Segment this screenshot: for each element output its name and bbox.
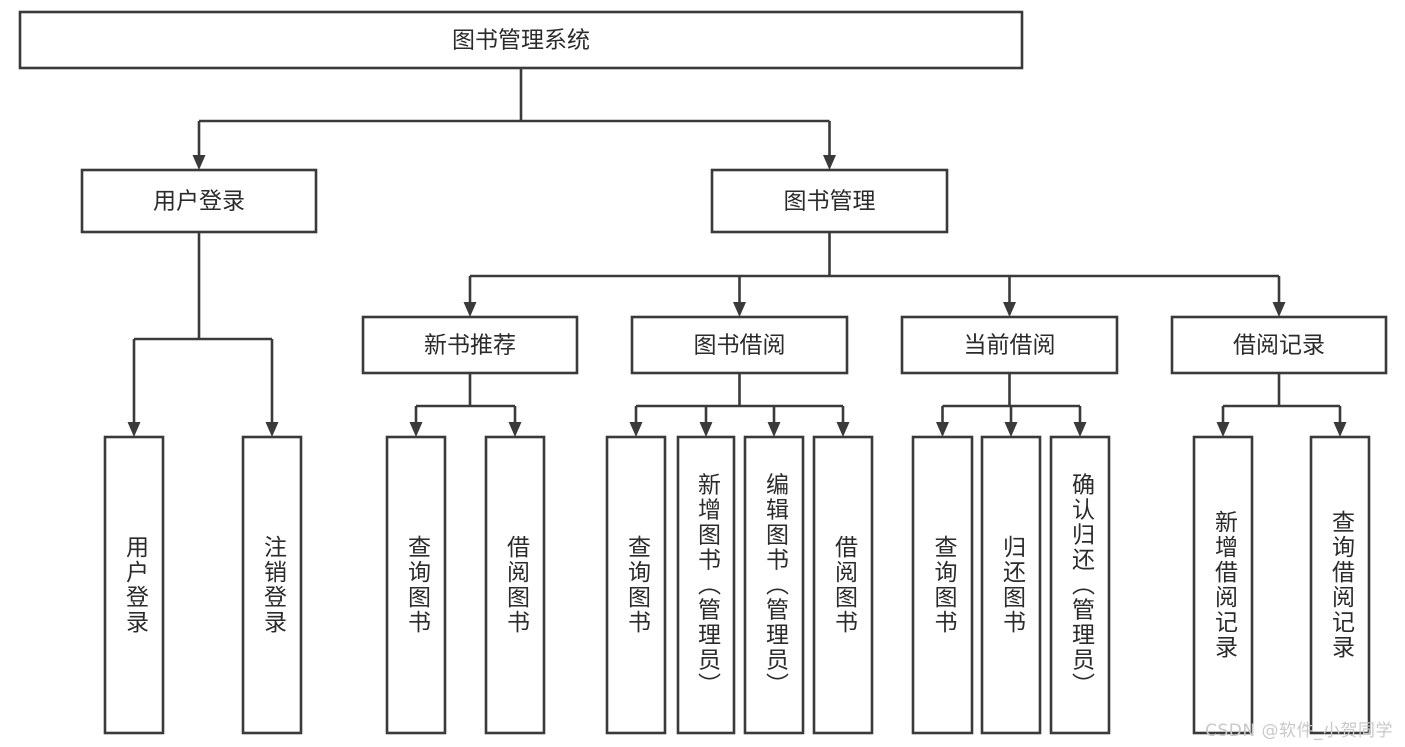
node-l-user-login[interactable]: 用户登录	[103, 435, 165, 735]
node-box	[484, 435, 546, 735]
arrow-head-icon	[508, 422, 522, 437]
node-label: 用户登录	[153, 189, 245, 215]
arrow-head-icon	[127, 422, 141, 437]
node-label: 确认归还（管理员）	[1068, 473, 1096, 698]
arrow-head-icon	[733, 302, 746, 317]
node-box	[18, 10, 1024, 70]
edge-group	[463, 232, 1286, 317]
node-box	[676, 435, 736, 735]
arrow-head-icon	[1003, 302, 1016, 317]
node-label: 编辑图书（管理员）	[762, 473, 790, 698]
node-l-query-book-1[interactable]: 查询图书	[385, 435, 447, 735]
node-box	[385, 435, 447, 735]
node-box	[80, 168, 318, 234]
edges-layer	[127, 68, 1347, 437]
edge-group	[192, 68, 836, 170]
nodes-layer: 图书管理系统用户登录图书管理新书推荐图书借阅当前借阅借阅记录用户登录注销登录查询…	[18, 10, 1388, 735]
node-l-query-book-2[interactable]: 查询图书	[605, 435, 667, 735]
node-label: 当前借阅	[964, 333, 1056, 359]
node-label: 借阅记录	[1233, 333, 1325, 359]
node-label: 查询图书	[930, 535, 958, 635]
node-label: 用户登录	[122, 535, 150, 635]
arrow-head-icon	[699, 422, 713, 437]
edge-group	[127, 232, 279, 437]
node-label: 查询借阅记录	[1328, 510, 1356, 660]
node-l-borrow-book-2[interactable]: 借阅图书	[812, 435, 874, 735]
node-l-logout[interactable]: 注销登录	[241, 435, 303, 735]
arrow-head-icon	[823, 155, 836, 170]
node-n-current-borrow[interactable]: 当前借阅	[900, 315, 1119, 375]
node-n-user-login[interactable]: 用户登录	[80, 168, 318, 234]
node-label: 新增借阅记录	[1211, 510, 1239, 660]
node-l-edit-book[interactable]: 编辑图书（管理员）	[743, 435, 805, 735]
node-label: 新书推荐	[424, 333, 516, 359]
node-box	[980, 435, 1042, 735]
node-l-query-book-3[interactable]: 查询图书	[911, 435, 974, 735]
arrow-head-icon	[1272, 302, 1286, 317]
arrow-head-icon	[409, 422, 423, 437]
node-l-add-book[interactable]: 新增图书（管理员）	[676, 435, 736, 735]
node-box	[630, 315, 849, 375]
node-box	[911, 435, 974, 735]
node-root[interactable]: 图书管理系统	[18, 10, 1024, 70]
edge-group	[629, 373, 850, 437]
node-label: 新增图书（管理员）	[694, 473, 722, 698]
node-label: 查询图书	[624, 535, 652, 635]
node-label: 查询图书	[404, 535, 432, 635]
node-n-borrow-record[interactable]: 借阅记录	[1170, 315, 1388, 375]
node-label: 借阅图书	[831, 535, 859, 635]
node-box	[605, 435, 667, 735]
node-l-borrow-book-1[interactable]: 借阅图书	[484, 435, 546, 735]
arrow-head-icon	[767, 422, 781, 437]
node-box	[1309, 435, 1371, 735]
node-label: 图书管理系统	[452, 28, 590, 54]
edge-group	[1216, 373, 1347, 437]
node-box	[812, 435, 874, 735]
arrow-head-icon	[265, 422, 279, 437]
node-box	[241, 435, 303, 735]
node-label: 图书借阅	[694, 333, 786, 359]
node-label: 图书管理	[784, 189, 876, 215]
edge-group	[936, 373, 1087, 437]
arrow-head-icon	[1216, 422, 1230, 437]
arrow-head-icon	[192, 155, 206, 170]
node-box	[361, 315, 579, 375]
node-label: 注销登录	[260, 535, 288, 635]
node-box	[1170, 315, 1388, 375]
node-box	[743, 435, 805, 735]
node-l-query-record[interactable]: 查询借阅记录	[1309, 435, 1371, 735]
edge-group	[409, 373, 522, 437]
node-n-book-mgmt[interactable]: 图书管理	[710, 168, 949, 234]
node-n-new-book-rec[interactable]: 新书推荐	[361, 315, 579, 375]
arrow-head-icon	[1333, 422, 1347, 437]
node-label: 借阅图书	[503, 535, 531, 635]
node-n-book-borrow[interactable]: 图书借阅	[630, 315, 849, 375]
node-box	[1192, 435, 1254, 735]
node-box	[103, 435, 165, 735]
node-box	[1049, 435, 1111, 735]
arrow-head-icon	[836, 422, 850, 437]
arrow-head-icon	[1073, 422, 1087, 437]
watermark: CSDN @软件_小贺同学	[1205, 721, 1393, 741]
node-box	[710, 168, 949, 234]
arrow-head-icon	[1004, 422, 1018, 437]
arrow-head-icon	[463, 302, 477, 317]
node-box	[900, 315, 1119, 375]
arrow-head-icon	[629, 422, 643, 437]
node-l-return-book[interactable]: 归还图书	[980, 435, 1042, 735]
node-l-add-record[interactable]: 新增借阅记录	[1192, 435, 1254, 735]
node-l-confirm-return[interactable]: 确认归还（管理员）	[1049, 435, 1111, 735]
node-label: 归还图书	[999, 535, 1027, 635]
arrow-head-icon	[936, 422, 949, 437]
